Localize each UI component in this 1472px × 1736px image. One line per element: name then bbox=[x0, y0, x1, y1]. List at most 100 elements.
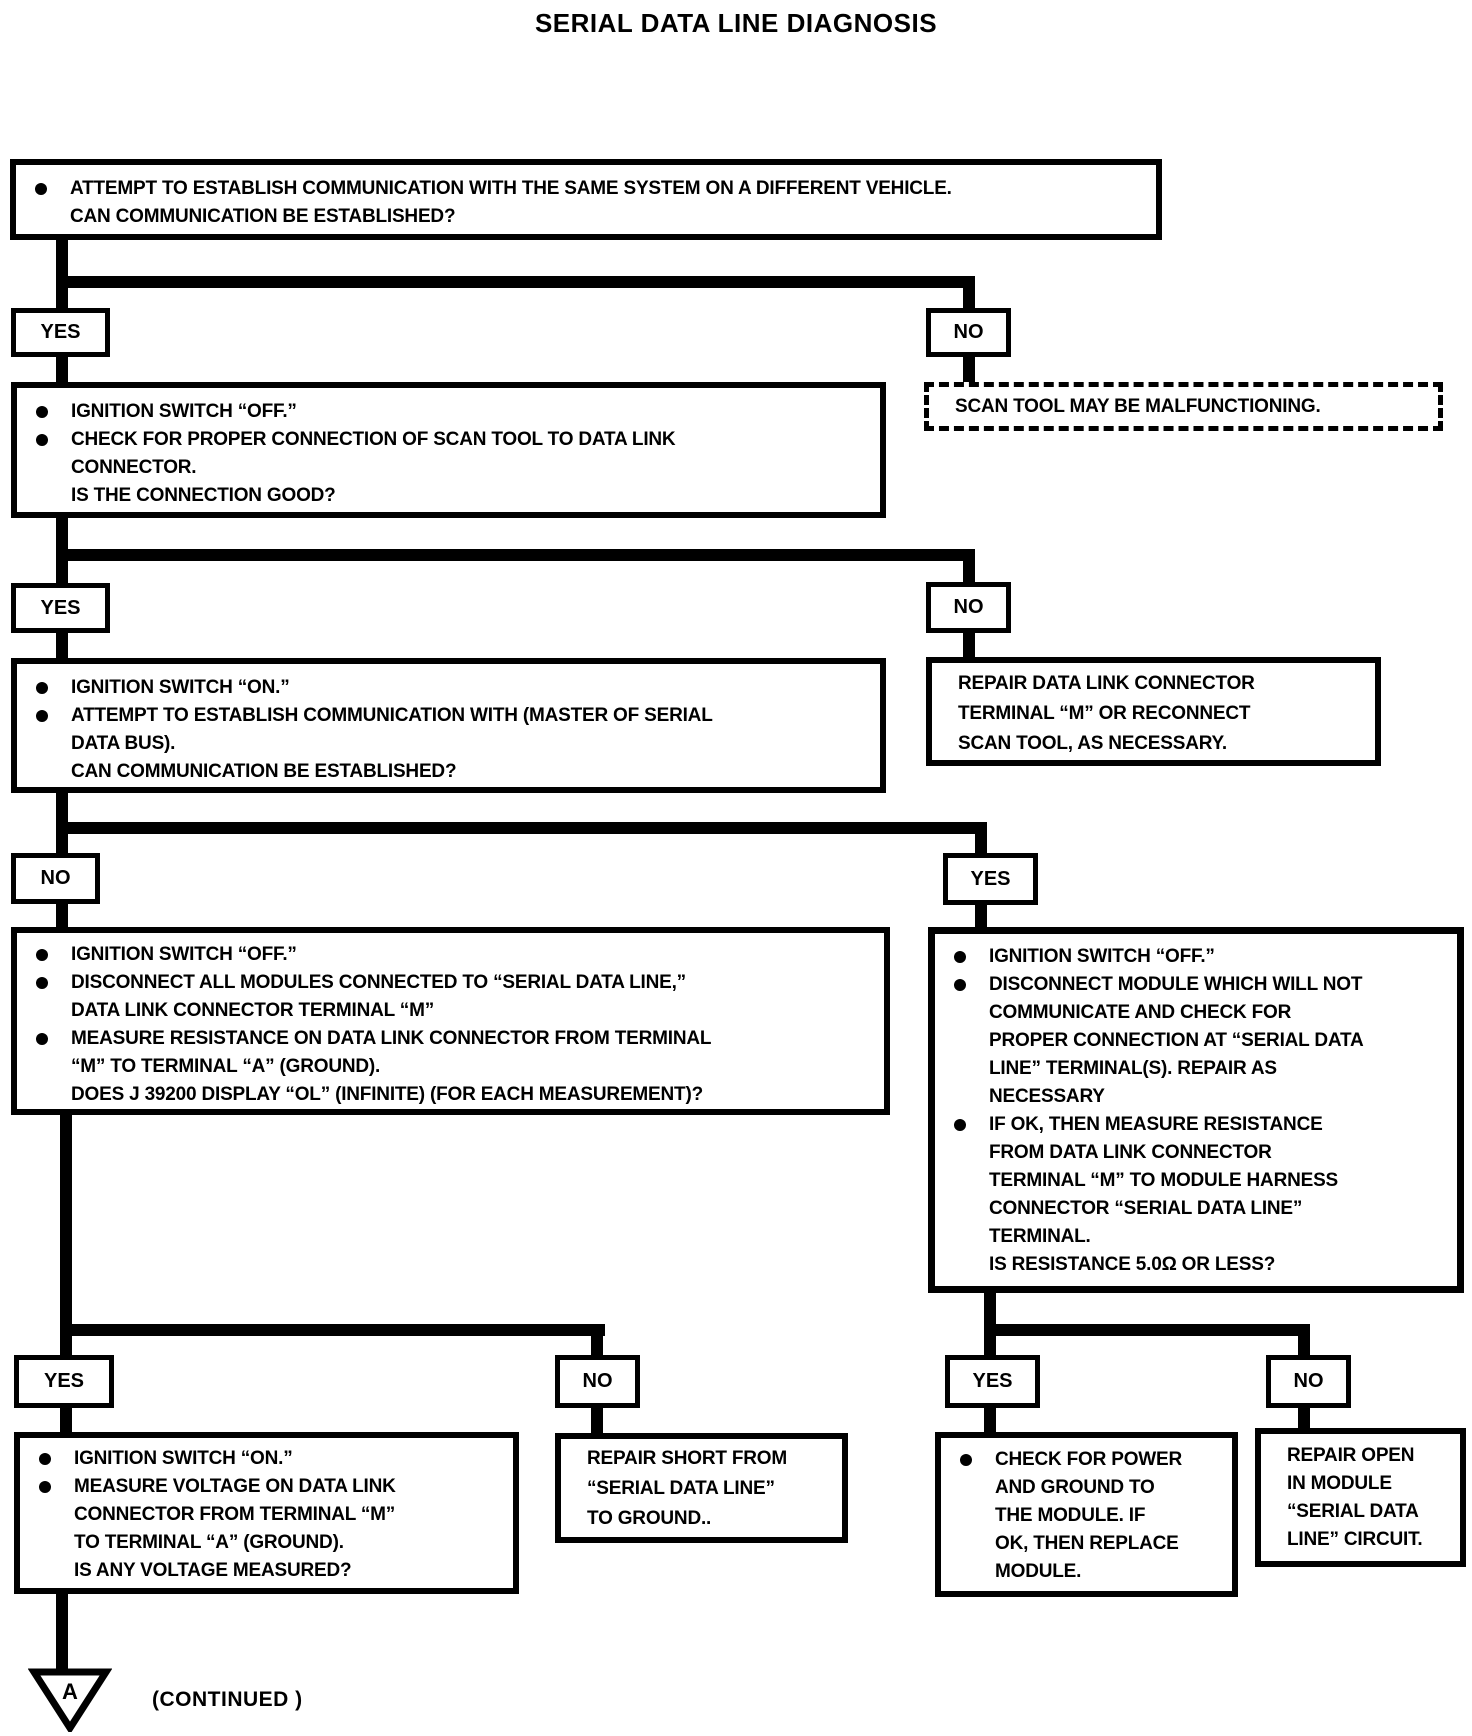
text-line: CAN COMMUNICATION BE ESTABLISHED? bbox=[16, 203, 1156, 231]
text: “SERIAL DATA LINE” bbox=[587, 1478, 775, 1499]
text: COMMUNICATE AND CHECK FOR bbox=[989, 1002, 1292, 1023]
flow-box-disconnect-module: IGNITION SWITCH “OFF.” DISCONNECT MODULE … bbox=[928, 927, 1464, 1293]
connector-a-triangle: A bbox=[28, 1668, 112, 1732]
bullet-icon bbox=[954, 951, 966, 963]
text: MODULE. bbox=[995, 1561, 1082, 1582]
text-line: AND GROUND TO bbox=[941, 1474, 1232, 1502]
text-line: CHECK FOR POWER bbox=[941, 1446, 1232, 1474]
text: THE MODULE. IF bbox=[995, 1505, 1146, 1526]
text: DOES J 39200 DISPLAY “OL” (INFINITE) (FO… bbox=[71, 1084, 703, 1105]
text-line: CHECK FOR PROPER CONNECTION OF SCAN TOOL… bbox=[17, 426, 880, 454]
branch-label: NO bbox=[582, 1370, 613, 1392]
text: ATTEMPT TO ESTABLISH COMMUNICATION WITH … bbox=[71, 705, 713, 726]
connector-line bbox=[60, 1324, 605, 1336]
branch-label: YES bbox=[972, 1370, 1013, 1392]
text: IS ANY VOLTAGE MEASURED? bbox=[74, 1560, 352, 1581]
text-line: IN MODULE bbox=[1261, 1470, 1460, 1498]
text-line: TO TERMINAL “A” (GROUND). bbox=[20, 1529, 513, 1557]
bullet-icon bbox=[36, 682, 48, 694]
text-line: FROM DATA LINK CONNECTOR bbox=[935, 1139, 1457, 1167]
text-line: TERMINAL. bbox=[935, 1223, 1457, 1251]
branch-no-4: NO bbox=[555, 1355, 640, 1408]
text: IGNITION SWITCH “OFF.” bbox=[71, 944, 297, 965]
connector-line bbox=[963, 549, 975, 585]
connector-line bbox=[1298, 1405, 1310, 1431]
text-line: TERMINAL “M” OR RECONNECT bbox=[932, 699, 1375, 729]
text: CAN COMMUNICATION BE ESTABLISHED? bbox=[71, 761, 457, 782]
flow-box-measure-resistance: IGNITION SWITCH “OFF.”DISCONNECT ALL MOD… bbox=[11, 927, 890, 1115]
bullet-icon bbox=[36, 406, 48, 418]
text-line: LINE” TERMINAL(S). REPAIR AS bbox=[935, 1055, 1457, 1083]
text-line: DATA BUS). bbox=[17, 730, 880, 758]
text: OK, THEN REPLACE bbox=[995, 1533, 1179, 1554]
text: REPAIR DATA LINK CONNECTOR bbox=[958, 673, 1255, 694]
text: TO GROUND.. bbox=[587, 1508, 712, 1529]
connector-line bbox=[56, 515, 68, 557]
connector-line bbox=[56, 1591, 68, 1673]
connector-line bbox=[56, 790, 68, 832]
text-line: IF OK, THEN MEASURE RESISTANCE bbox=[935, 1111, 1457, 1139]
text: CHECK FOR PROPER CONNECTION OF SCAN TOOL… bbox=[71, 429, 676, 450]
text: LINE” CIRCUIT. bbox=[1287, 1529, 1423, 1550]
text: FROM DATA LINK CONNECTOR bbox=[989, 1142, 1272, 1163]
page-title: SERIAL DATA LINE DIAGNOSIS bbox=[534, 8, 938, 38]
connector-line bbox=[984, 1324, 1310, 1336]
branch-yes-2: YES bbox=[11, 583, 110, 633]
bullet-icon bbox=[36, 977, 48, 989]
connector-a-label: A bbox=[62, 1679, 78, 1704]
connector-line bbox=[56, 236, 68, 282]
text: TERMINAL “M” TO MODULE HARNESS bbox=[989, 1170, 1339, 1191]
text-line: REPAIR OPEN bbox=[1261, 1442, 1460, 1470]
text-line: IGNITION SWITCH “ON.” bbox=[17, 674, 880, 702]
text-line: CAN COMMUNICATION BE ESTABLISHED? bbox=[17, 758, 880, 786]
text: DATA LINK CONNECTOR TERMINAL “M” bbox=[71, 1000, 435, 1021]
branch-label: NO bbox=[40, 867, 71, 889]
text-line: IGNITION SWITCH “OFF.” bbox=[935, 943, 1457, 971]
text-line: IS RESISTANCE 5.0Ω OR LESS? bbox=[935, 1251, 1457, 1279]
text-line: “M” TO TERMINAL “A” (GROUND). bbox=[17, 1053, 884, 1081]
text: IGNITION SWITCH “OFF.” bbox=[71, 401, 297, 422]
branch-yes-5: YES bbox=[945, 1355, 1040, 1408]
text-line: LINE” CIRCUIT. bbox=[1261, 1526, 1460, 1554]
bullet-icon bbox=[35, 183, 47, 195]
text-line: CONNECTOR FROM TERMINAL “M” bbox=[20, 1501, 513, 1529]
text: MEASURE VOLTAGE ON DATA LINK bbox=[74, 1476, 396, 1497]
text: “SERIAL DATA bbox=[1287, 1501, 1419, 1522]
text-line: CONNECTOR. bbox=[17, 454, 880, 482]
text: ATTEMPT TO ESTABLISH COMMUNICATION WITH … bbox=[70, 178, 952, 199]
connector-line bbox=[975, 902, 987, 930]
text-line: THE MODULE. IF bbox=[941, 1502, 1232, 1530]
branch-label: YES bbox=[43, 1370, 85, 1392]
text: PROPER CONNECTION AT “SERIAL DATA bbox=[989, 1030, 1364, 1051]
branch-yes-4: YES bbox=[14, 1355, 114, 1408]
connector-line bbox=[60, 1333, 72, 1358]
connector-line bbox=[56, 831, 68, 856]
text-line: REPAIR SHORT FROM bbox=[561, 1444, 842, 1474]
text: TERMINAL “M” OR RECONNECT bbox=[958, 703, 1251, 724]
text-line: IS ANY VOLTAGE MEASURED? bbox=[20, 1557, 513, 1585]
text-line: “SERIAL DATA bbox=[1261, 1498, 1460, 1526]
connector-line bbox=[984, 1405, 996, 1435]
connector-line bbox=[56, 822, 987, 834]
text-line: ATTEMPT TO ESTABLISH COMMUNICATION WITH … bbox=[16, 175, 1156, 203]
connector-line bbox=[984, 1333, 996, 1358]
bullet-icon bbox=[36, 434, 48, 446]
connector-line bbox=[56, 901, 68, 930]
text: DISCONNECT MODULE WHICH WILL NOT bbox=[989, 974, 1363, 995]
bullet-icon bbox=[36, 710, 48, 722]
text: CONNECTOR FROM TERMINAL “M” bbox=[74, 1504, 396, 1525]
text: IGNITION SWITCH “ON.” bbox=[74, 1448, 293, 1469]
connector-line bbox=[56, 549, 975, 561]
text-line: IGNITION SWITCH “ON.” bbox=[20, 1445, 513, 1473]
connector-line bbox=[56, 355, 68, 385]
text-line: MODULE. bbox=[941, 1558, 1232, 1586]
text: REPAIR SHORT FROM bbox=[587, 1448, 787, 1469]
connector-line bbox=[56, 276, 975, 288]
connector-line bbox=[56, 285, 68, 312]
connector-line bbox=[591, 1324, 603, 1358]
branch-yes-3: YES bbox=[943, 853, 1038, 905]
bullet-icon bbox=[39, 1453, 51, 1465]
text-line: DOES J 39200 DISPLAY “OL” (INFINITE) (FO… bbox=[17, 1081, 884, 1109]
